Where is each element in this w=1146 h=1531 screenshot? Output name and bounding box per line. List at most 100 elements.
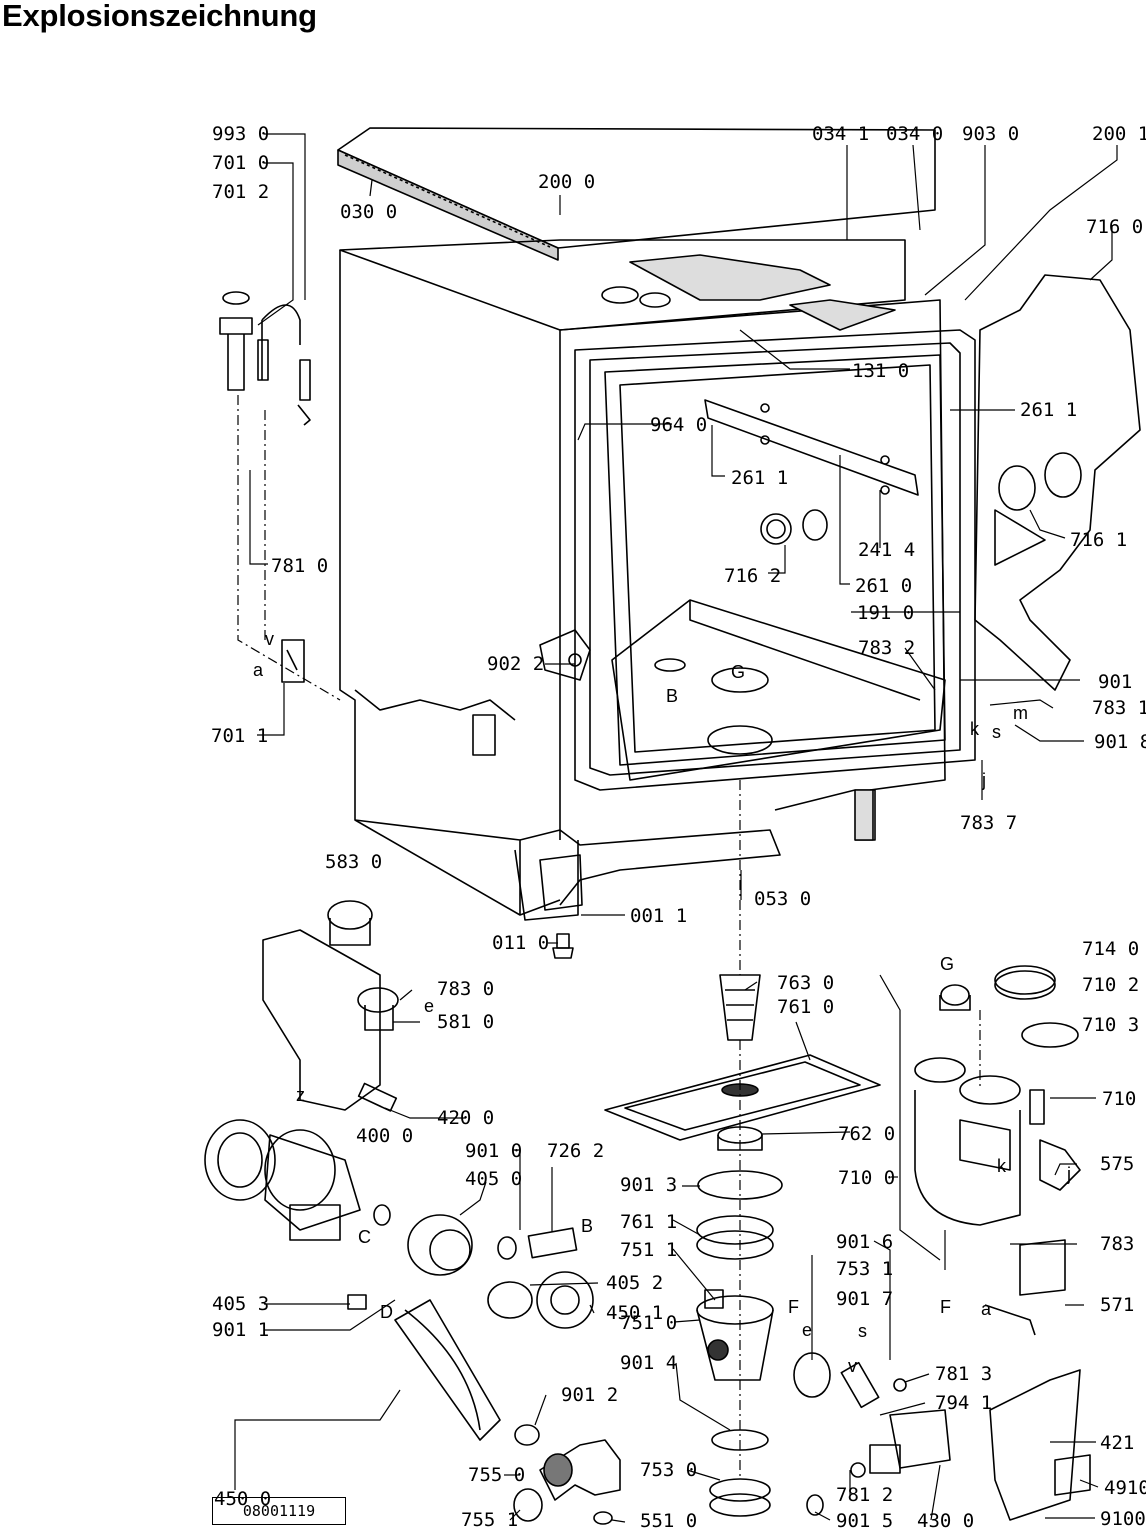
part-label: 901 0 [465,1140,522,1162]
part-label: 714 0 [1082,938,1139,960]
marker-letter: e [802,1320,812,1340]
part-label: 901 1 [1098,671,1146,693]
part-label: 901 2 [561,1384,618,1406]
part-label: 710 0 [838,1167,895,1189]
marker-letter: s [992,722,1001,742]
part-label: 901 7 [836,1288,893,1310]
part-label: 261 1 [1020,399,1077,421]
control-group [204,900,1091,1525]
part-label: 191 0 [857,602,914,624]
marker-letter: B [581,1216,593,1236]
marker-letter: j [981,770,986,790]
marker-letter: v [265,629,274,649]
part-label: 701 1 [211,725,268,747]
part-label: 716 1 [1070,529,1127,551]
part-label: 762 0 [838,1123,895,1145]
part-label: 993 0 [212,123,269,145]
part-label: 241 4 [858,539,915,561]
hose-assembly [219,291,311,683]
part-label: 755 0 [468,1464,525,1486]
marker-letter: C [358,1227,371,1247]
marker-letter: e [424,996,434,1016]
part-label: 581 0 [437,1011,494,1033]
water-softener [914,965,1081,1226]
part-label: 450 1 [606,1302,663,1324]
part-label: 034 0 [886,123,943,145]
part-label: 583 0 [325,851,382,873]
marker-letter: D [380,1302,393,1322]
part-label: 011 0 [492,932,549,954]
part-label: 783 1 [1092,697,1146,719]
marker-letter: v [848,1356,857,1376]
part-label: 450 0 [214,1488,271,1510]
part-label: 200 0 [538,171,595,193]
part-label: 901 5 [836,1510,893,1531]
part-label: 400 0 [356,1125,413,1147]
part-label: 901 6 [836,1231,893,1253]
marker-letter: B [666,686,678,706]
part-label: 710 1 [1102,1088,1146,1110]
part-label: 430 0 [917,1510,974,1531]
part-label: 761 0 [777,996,834,1018]
part-label: 783 7 [960,812,1017,834]
part-label: 575 0 [1100,1153,1146,1175]
marker-letter: k [997,1156,1007,1176]
part-labels: 993 0 701 0 701 2 030 0 200 0 034 1 034 … [211,123,1146,1531]
part-label: 261 1 [731,467,788,489]
part-label: 9100 [1100,1508,1146,1530]
part-label: 405 2 [606,1272,663,1294]
marker-letter: a [981,1299,992,1319]
page-title: Explosionszeichnung [2,0,317,33]
part-label: 034 1 [812,123,869,145]
part-label: 405 0 [465,1168,522,1190]
part-label: 781 2 [836,1484,893,1506]
side-panel [974,274,1141,691]
part-label: 783 0 [437,978,494,1000]
part-label: 261 0 [855,575,912,597]
part-label: 053 0 [754,888,811,910]
part-label: 726 2 [547,1140,604,1162]
marker-letter: k [970,719,980,739]
part-label: 753 0 [640,1459,697,1481]
part-label: 751 0 [620,1312,677,1334]
part-label: 001 1 [630,905,687,927]
part-label: 781 3 [935,1363,992,1385]
part-label: 901 8 [1094,731,1146,753]
part-label: 405 3 [212,1293,269,1315]
part-label: 701 0 [212,152,269,174]
part-label: 551 0 [640,1510,697,1531]
part-label: 716 2 [724,565,781,587]
part-label: 716 0 [1086,216,1143,238]
marker-letter: F [788,1297,799,1317]
marker-letter: G [731,662,745,682]
part-label: 751 1 [620,1239,677,1261]
part-label: 701 2 [212,181,269,203]
marker-letter: G [940,954,954,974]
part-label: 4910 [1104,1477,1146,1499]
part-label: 901 3 [620,1174,677,1196]
part-label: 131 0 [852,360,909,382]
part-label: 710 2 [1082,974,1139,996]
part-label: 755 1 [461,1509,518,1531]
part-label: 783 2 [858,637,915,659]
part-label: 783 3 [1100,1233,1146,1255]
leader-lines [234,133,1118,1523]
part-label: 030 0 [340,201,397,223]
part-label: 964 0 [650,414,707,436]
cabinet [339,239,976,959]
part-label: 420 0 [437,1107,494,1129]
marker-letter: m [1013,703,1028,723]
part-label: 710 3 [1082,1014,1139,1036]
part-label: 761 1 [620,1211,677,1233]
part-label: 781 0 [271,555,328,577]
marker-letter: F [940,1297,951,1317]
part-label: 421 0 [1100,1432,1146,1454]
marker-letter: j [1066,1164,1071,1184]
part-label: 763 0 [777,972,834,994]
letter-markers: G B k s m j a v e z C D F G k j a e s v … [253,629,1071,1376]
marker-letter: s [858,1321,867,1341]
reference-number-box: 08001119 [212,1497,346,1525]
marker-letter: a [253,660,264,680]
part-label: 902 2 [487,653,544,675]
